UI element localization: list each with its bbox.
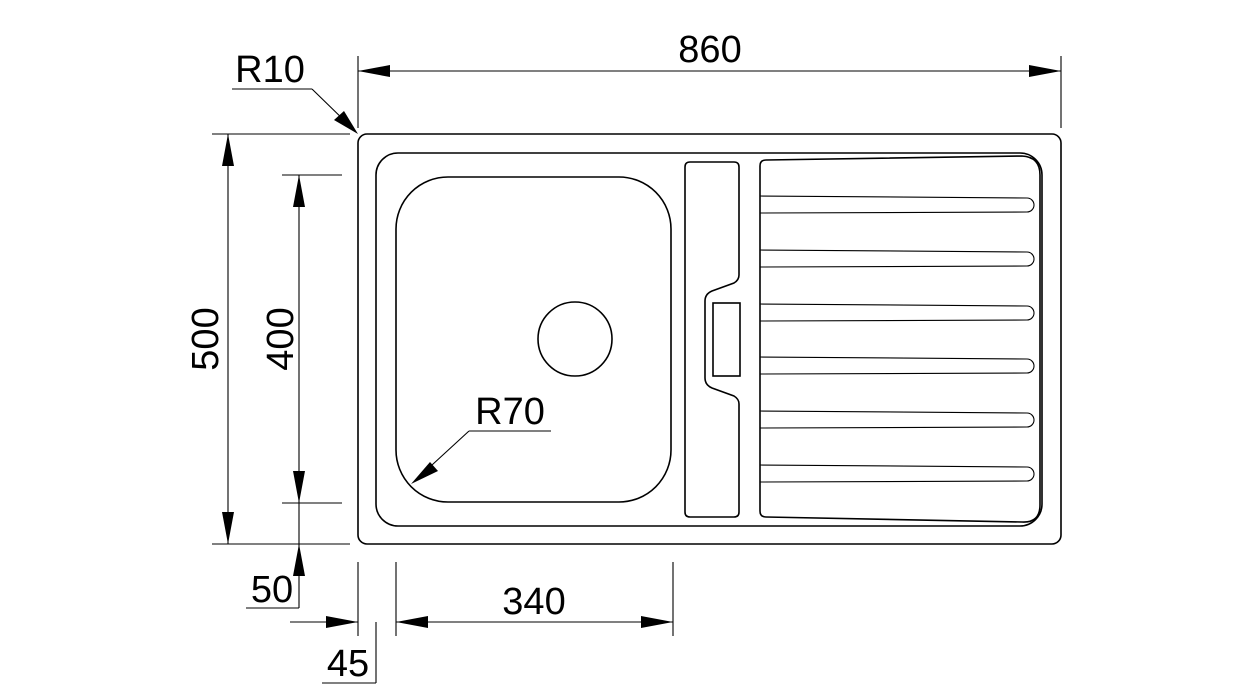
dimension-overall-width-label: 860 [678, 29, 741, 71]
bowl-outline [395, 176, 672, 503]
dimension-outer-radius: R10 [232, 49, 358, 134]
sink-inner-rim [375, 152, 1043, 527]
dimension-bowl-radius-label: R70 [475, 391, 545, 433]
drainboard-ribs [759, 195, 1035, 483]
dimension-overall-height: 500 [185, 133, 350, 545]
dimension-overall-height-label: 500 [185, 307, 227, 370]
drainboard-rib [759, 410, 1035, 429]
overflow-channel-outline [684, 161, 740, 518]
dimension-outer-radius-label: R10 [235, 49, 305, 91]
drainboard-rib [759, 249, 1035, 268]
overflow-opening [712, 302, 741, 377]
drainboard-rib [759, 303, 1035, 322]
drainboard-rib [759, 195, 1035, 214]
drainboard-outline [759, 155, 1041, 523]
sink-body [357, 133, 1062, 545]
sink-outer-rim [357, 133, 1062, 545]
dimension-left-margin-label: 45 [327, 643, 369, 685]
drainboard [759, 155, 1041, 523]
drainboard-rib [759, 356, 1035, 375]
bowl [395, 176, 672, 503]
dimension-bowl-height-label: 400 [260, 307, 302, 370]
dimension-bottom-margin-label: 50 [251, 569, 293, 611]
drainboard-rib [759, 464, 1035, 483]
dimension-bowl-radius: R70 [411, 391, 551, 484]
dimension-overall-width: 860 [357, 29, 1062, 128]
dimension-bowl-height: 400 [260, 174, 342, 504]
dimension-left-margin: 45 [290, 562, 377, 685]
overflow-slot [684, 161, 741, 518]
dimension-bottom-margin: 50 [246, 503, 305, 611]
dimension-bowl-width-label: 340 [502, 581, 565, 623]
dimension-bowl-width: 340 [395, 562, 674, 636]
drain-hole [537, 301, 613, 377]
